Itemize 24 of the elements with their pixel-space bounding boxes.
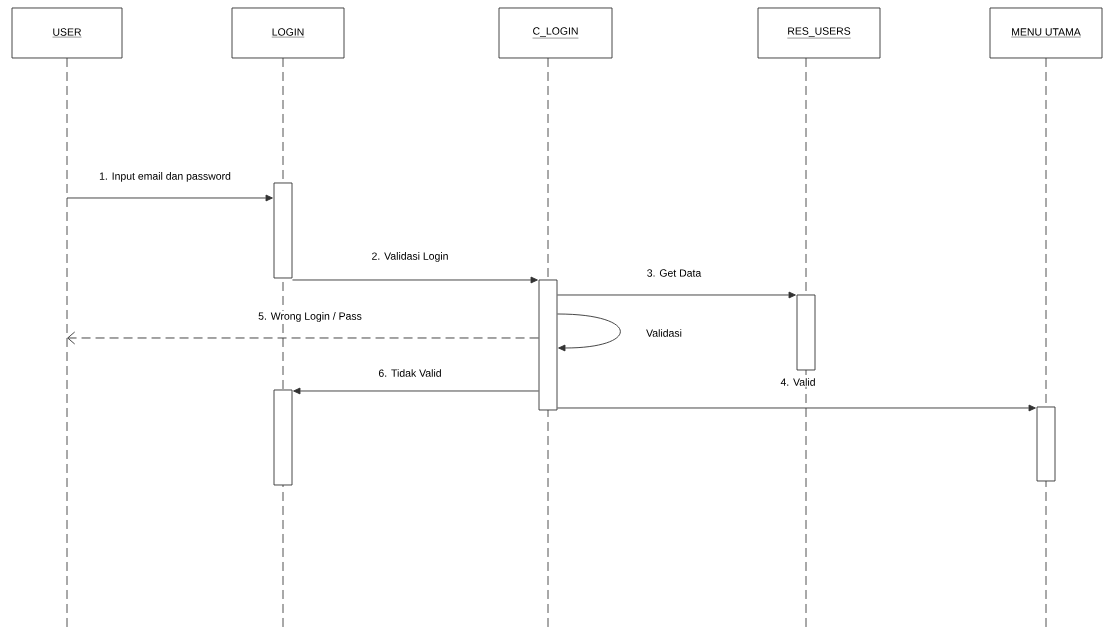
message-arrow	[293, 387, 539, 395]
lifeline-head: RES_USERS	[757, 7, 881, 59]
lifeline-head: LOGIN	[231, 7, 345, 59]
message-arrow	[66, 194, 273, 202]
message-arrow	[292, 276, 538, 284]
lifeline-head: MENU UTAMA	[989, 7, 1103, 59]
message-label: 5. Wrong Login / Pass	[257, 311, 363, 323]
activation-bar	[273, 182, 293, 279]
message-label: 2. Validasi Login	[370, 251, 450, 263]
message-arrow	[557, 291, 796, 299]
message-label: 1. Input email dan password	[98, 171, 232, 183]
message-label: 4. Valid	[779, 377, 817, 387]
activation-bar	[796, 294, 816, 371]
activation-bar	[538, 279, 558, 411]
lifeline-head: USER	[11, 7, 123, 59]
lifeline-head: C_LOGIN	[498, 7, 613, 59]
message-label: 3. Get Data	[645, 268, 703, 278]
activation-bar	[1036, 406, 1056, 482]
return-arrow	[67, 331, 539, 345]
message-arrow	[557, 404, 1036, 412]
activation-bar	[273, 389, 293, 486]
message-label: Validasi	[645, 328, 683, 338]
message-label: 6. Tidak Valid	[377, 368, 443, 378]
self-message-arrow	[557, 313, 621, 352]
